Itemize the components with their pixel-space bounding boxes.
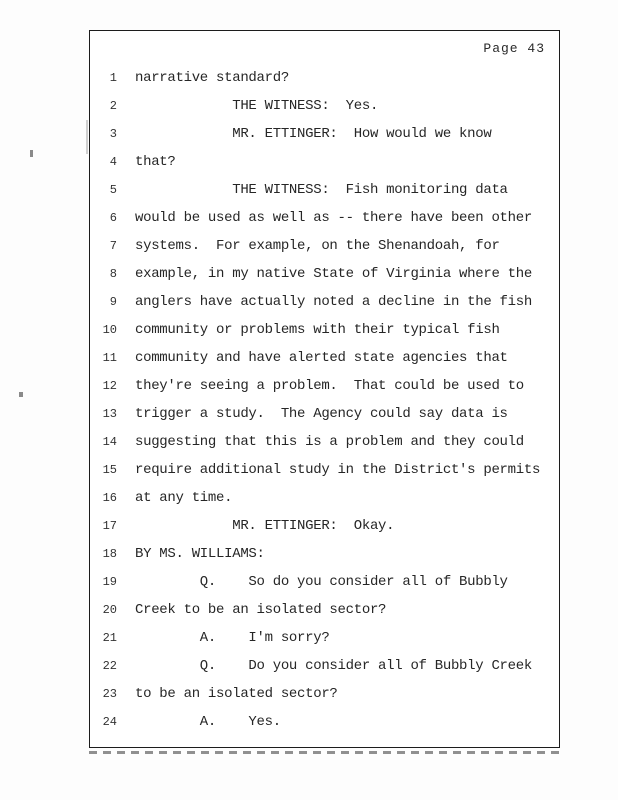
- transcript-line: 13 trigger a study. The Agency could say …: [90, 400, 559, 428]
- transcript-line: 23 to be an isolated sector?: [90, 680, 559, 708]
- line-text: trigger a study. The Agency could say da…: [135, 406, 508, 422]
- line-text: BY MS. WILLIAMS:: [135, 546, 265, 562]
- transcript-line: 24 A. Yes.: [90, 708, 559, 736]
- transcript-line: 8 example, in my native State of Virginia…: [90, 260, 559, 288]
- line-number: 24: [102, 715, 117, 729]
- transcript-line: 3 MR. ETTINGER: How would we know: [90, 120, 559, 148]
- line-text: A. I'm sorry?: [135, 630, 330, 646]
- line-number: 11: [102, 351, 117, 365]
- transcript-line: 12 they're seeing a problem. That could b…: [90, 372, 559, 400]
- line-number: 6: [109, 211, 117, 225]
- line-number: 8: [109, 267, 117, 281]
- line-text: to be an isolated sector?: [135, 686, 338, 702]
- line-number: 3: [109, 127, 117, 141]
- line-number: 14: [102, 435, 117, 449]
- line-number: 13: [102, 407, 117, 421]
- scan-artifact-bottom-edge: [89, 751, 560, 754]
- line-text: MR. ETTINGER: Okay.: [135, 518, 395, 534]
- line-number: 20: [102, 603, 117, 617]
- line-text: would be used as well as -- there have b…: [135, 210, 532, 226]
- transcript-line: 11 community and have alerted state agenc…: [90, 344, 559, 372]
- line-text: community or problems with their typical…: [135, 322, 500, 338]
- scan-artifact-speck: [86, 120, 88, 154]
- transcript-line: 5 THE WITNESS: Fish monitoring data: [90, 176, 559, 204]
- line-number: 17: [102, 519, 117, 533]
- transcript-line: 18 BY MS. WILLIAMS:: [90, 540, 559, 568]
- transcript-line: 1 narrative standard?: [90, 64, 559, 92]
- page-border: Page 43 1 narrative standard? 2 THE WITNE…: [89, 30, 560, 748]
- line-text: Q. Do you consider all of Bubbly Creek: [135, 658, 532, 674]
- line-number: 10: [102, 323, 117, 337]
- line-number: 12: [102, 379, 117, 393]
- line-number: 1: [109, 71, 117, 85]
- transcript-line: 22 Q. Do you consider all of Bubbly Cree…: [90, 652, 559, 680]
- transcript-line: 10 community or problems with their typic…: [90, 316, 559, 344]
- line-number: 7: [109, 239, 117, 253]
- transcript-line: 7 systems. For example, on the Shenandoah…: [90, 232, 559, 260]
- line-text: Creek to be an isolated sector?: [135, 602, 387, 618]
- line-text: MR. ETTINGER: How would we know: [135, 126, 492, 142]
- line-number: 21: [102, 631, 117, 645]
- line-text: anglers have actually noted a decline in…: [135, 294, 532, 310]
- line-number: 15: [102, 463, 117, 477]
- transcript-line: 19 Q. So do you consider all of Bubbly: [90, 568, 559, 596]
- transcript-line: 2 THE WITNESS: Yes.: [90, 92, 559, 120]
- line-text: THE WITNESS: Fish monitoring data: [135, 182, 508, 198]
- line-number: 4: [109, 155, 117, 169]
- line-number: 5: [109, 183, 117, 197]
- line-text: require additional study in the District…: [135, 462, 541, 478]
- transcript-line: 21 A. I'm sorry?: [90, 624, 559, 652]
- line-text: narrative standard?: [135, 70, 289, 86]
- scan-artifact-speck: [30, 150, 33, 157]
- line-number: 18: [102, 547, 117, 561]
- transcript-line: 9 anglers have actually noted a decline i…: [90, 288, 559, 316]
- line-text: example, in my native State of Virginia …: [135, 266, 532, 282]
- line-text: A. Yes.: [135, 714, 281, 730]
- line-text: THE WITNESS: Yes.: [135, 98, 379, 114]
- transcript-line: 14 suggesting that this is a problem and …: [90, 428, 559, 456]
- line-text: that?: [135, 154, 176, 170]
- line-number: 19: [102, 575, 117, 589]
- line-text: they're seeing a problem. That could be …: [135, 378, 524, 394]
- transcript-line: 6 would be used as well as -- there have …: [90, 204, 559, 232]
- page-number-label: Page 43: [483, 41, 545, 56]
- line-number: 9: [109, 295, 117, 309]
- line-text: suggesting that this is a problem and th…: [135, 434, 524, 450]
- line-text: systems. For example, on the Shenandoah,…: [135, 238, 500, 254]
- transcript-line: 15 require additional study in the Distri…: [90, 456, 559, 484]
- transcript-line: 4 that?: [90, 148, 559, 176]
- line-text: Q. So do you consider all of Bubbly: [135, 574, 508, 590]
- transcript-line: 20 Creek to be an isolated sector?: [90, 596, 559, 624]
- transcript-body: 1 narrative standard? 2 THE WITNESS: Yes.…: [90, 64, 559, 736]
- transcript-line: 16 at any time.: [90, 484, 559, 512]
- transcript-line: 17 MR. ETTINGER: Okay.: [90, 512, 559, 540]
- line-number: 23: [102, 687, 117, 701]
- scan-artifact-speck: [19, 392, 23, 397]
- line-number: 16: [102, 491, 117, 505]
- line-number: 2: [109, 99, 117, 113]
- line-number: 22: [102, 659, 117, 673]
- line-text: at any time.: [135, 490, 233, 506]
- line-text: community and have alerted state agencie…: [135, 350, 508, 366]
